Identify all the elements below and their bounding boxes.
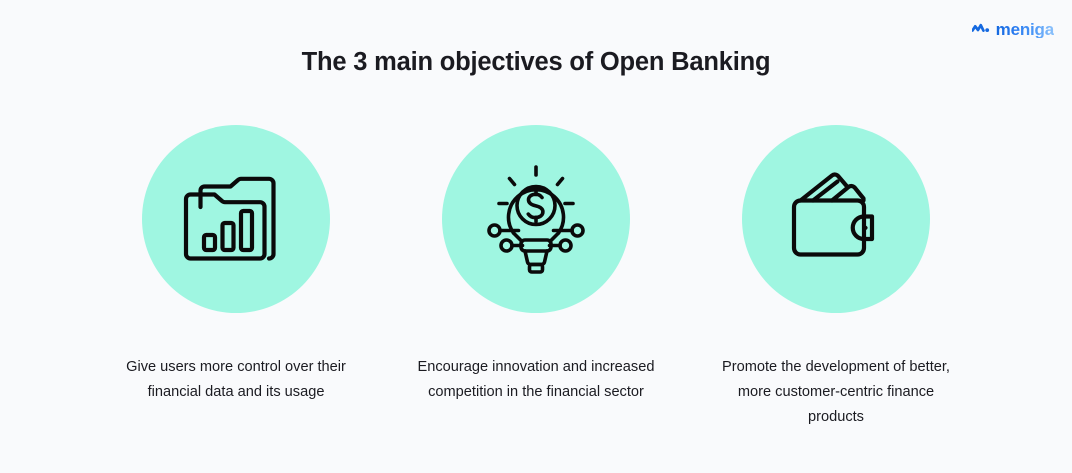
folder-bar-chart-icon [183, 176, 276, 261]
wallet-cards-icon [791, 172, 875, 257]
brand-logo: meniga [971, 18, 1055, 40]
lightbulb-dollar-network-icon [487, 165, 585, 274]
page-title: The 3 main objectives of Open Banking [301, 48, 771, 76]
brand-name: meniga [995, 19, 1055, 39]
objective-item-3: Promote the development of better, more … [686, 125, 986, 430]
objective-icon-circle-2 [442, 125, 630, 313]
objective-item-1: Give users more control over their finan… [86, 125, 386, 405]
wave-dot-icon [971, 23, 989, 32]
objectives-row: Give users more control over their finan… [0, 125, 1072, 430]
objective-icon-circle-1 [142, 125, 330, 313]
objective-item-2: Encourage innovation and increased compe… [386, 125, 686, 405]
objective-caption-2: Encourage innovation and increased compe… [417, 359, 655, 400]
objective-icon-circle-3 [742, 125, 930, 313]
objective-caption-3: Promote the development of better, more … [722, 359, 950, 425]
objective-caption-1: Give users more control over their finan… [126, 359, 346, 400]
